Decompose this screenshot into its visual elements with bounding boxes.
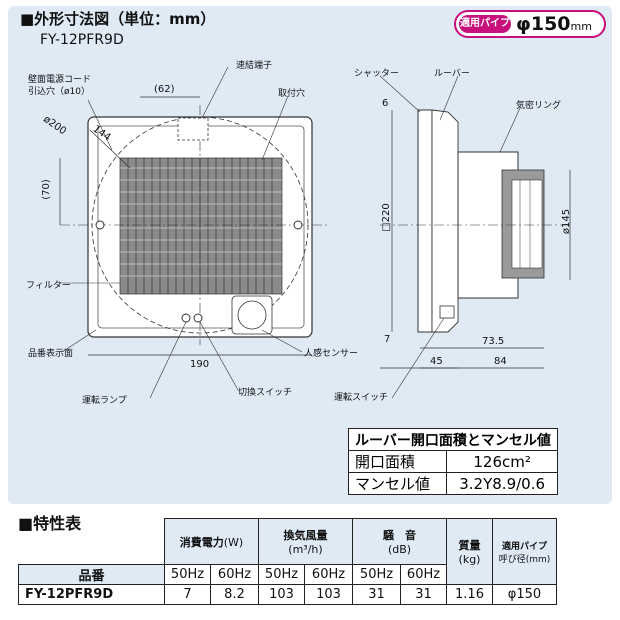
label-model-plate: 品番表示面 bbox=[28, 349, 74, 359]
label-connector: 速結端子 bbox=[236, 61, 273, 71]
leader-mount bbox=[261, 95, 289, 161]
mansell-label: 開口面積 bbox=[347, 450, 448, 473]
dim-7: 7 bbox=[384, 334, 391, 345]
mass-value: 1.16 bbox=[446, 584, 493, 605]
mansell-table: ルーバー開口面積とマンセル値 開口面積 126cm² マンセル値 3.2Y8.9… bbox=[347, 428, 558, 495]
run-switch-box bbox=[439, 305, 455, 319]
leader-louver bbox=[439, 75, 459, 121]
dim-220: □220 bbox=[380, 203, 392, 232]
label-switch-change: 切換スイッチ bbox=[238, 388, 293, 398]
side-duct-inner bbox=[511, 179, 543, 269]
leader-run-switch bbox=[391, 317, 445, 399]
mansell-title: ルーバー開口面積とマンセル値 bbox=[348, 428, 558, 451]
freq-cell: 50Hz bbox=[164, 564, 211, 585]
dim-144-line bbox=[89, 129, 131, 169]
sensor-lens bbox=[237, 300, 267, 330]
noise-60: 31 bbox=[400, 584, 447, 605]
power-60: 8.2 bbox=[210, 584, 259, 605]
label-wall-cord: 壁面電源コード bbox=[28, 75, 92, 85]
row-model: FY-12PFR9D bbox=[18, 584, 165, 605]
pipe-size-badge: 適用パイプ φ150mm bbox=[454, 10, 606, 38]
pipe-value: φ150mm bbox=[516, 13, 592, 35]
freq-cell: 60Hz bbox=[400, 564, 447, 585]
label-louver: ルーバー bbox=[434, 69, 470, 79]
power-50: 7 bbox=[164, 584, 211, 605]
leader-sensor bbox=[261, 329, 303, 353]
freq-cell: 60Hz bbox=[210, 564, 259, 585]
dim-70: (70) bbox=[40, 179, 52, 200]
switch-dot bbox=[193, 313, 203, 323]
mansell-value: 3.2Y8.9/0.6 bbox=[446, 472, 558, 495]
model-number: FY-12PFR9D bbox=[40, 32, 124, 48]
connector-box bbox=[177, 117, 209, 141]
label-mount-hole: 取付穴 bbox=[278, 89, 306, 99]
dim-145: ø145 bbox=[561, 208, 573, 235]
pipe-value-cell: φ150 bbox=[492, 584, 557, 605]
air-50: 103 bbox=[258, 584, 305, 605]
air-60: 103 bbox=[304, 584, 353, 605]
dim-62: (62) bbox=[154, 84, 175, 95]
dim-45: 45 bbox=[430, 356, 443, 367]
leader-connector bbox=[201, 66, 229, 119]
mount-hole-right bbox=[293, 220, 303, 230]
label-shutter: シャッター bbox=[354, 69, 400, 79]
header-noise: 騒 音(dB) bbox=[352, 518, 447, 565]
header-pipe: 適用パイプ呼び径(mm) bbox=[492, 518, 557, 585]
mount-hole-left bbox=[95, 220, 105, 230]
leader-switch bbox=[199, 321, 239, 391]
lamp-dot bbox=[181, 313, 191, 323]
leader-shutter bbox=[379, 75, 421, 113]
header-power: 消費電力(W) bbox=[164, 518, 259, 565]
header-model: 品番 bbox=[18, 564, 165, 585]
leader-cord bbox=[87, 99, 113, 151]
freq-cell: 50Hz bbox=[258, 564, 305, 585]
pipe-tag: 適用パイプ bbox=[459, 15, 511, 33]
page-title: ■外形寸法図（単位：mm） bbox=[20, 10, 216, 28]
table-row: マンセル値 3.2Y8.9/0.6 bbox=[347, 472, 558, 495]
header-mass: 質量(kg) bbox=[446, 518, 493, 585]
dim-84: 84 bbox=[494, 356, 507, 367]
label-lamp: 運転ランプ bbox=[82, 396, 127, 406]
side-panel bbox=[417, 109, 433, 333]
leader-seal bbox=[499, 107, 521, 153]
freq-cell: 50Hz bbox=[352, 564, 401, 585]
noise-50: 31 bbox=[352, 584, 401, 605]
dim-190: 190 bbox=[190, 359, 210, 370]
side-body-front bbox=[431, 109, 459, 333]
mansell-label: マンセル値 bbox=[347, 472, 448, 495]
louver-grille bbox=[119, 157, 283, 295]
dim-6: 6 bbox=[382, 98, 389, 109]
label-seal-ring: 気密リング bbox=[516, 101, 562, 111]
label-filter: フィルター bbox=[26, 281, 71, 291]
label-run-switch: 運転スイッチ bbox=[334, 393, 389, 403]
freq-cell: 60Hz bbox=[304, 564, 353, 585]
leader-lamp bbox=[149, 321, 187, 399]
label-wall-cord-hole: 引込穴（ø10） bbox=[28, 87, 90, 97]
leader-plate bbox=[61, 329, 97, 353]
mansell-value: 126cm² bbox=[446, 450, 558, 473]
spec-section-title: ■特性表 bbox=[18, 514, 82, 533]
table-row: FY-12PFR9D 7 8.2 103 103 31 31 1.16 φ150 bbox=[18, 584, 557, 605]
dim-73-5: 73.5 bbox=[482, 336, 505, 347]
table-row: 開口面積 126cm² bbox=[347, 450, 558, 473]
header-airflow: 換気風量(m³/h) bbox=[258, 518, 353, 565]
label-sensor: 人感センサー bbox=[304, 349, 359, 359]
spec-table: 消費電力(W) 換気風量(m³/h) 騒 音(dB) 質量(kg) 適用パイプ呼… bbox=[18, 518, 557, 605]
